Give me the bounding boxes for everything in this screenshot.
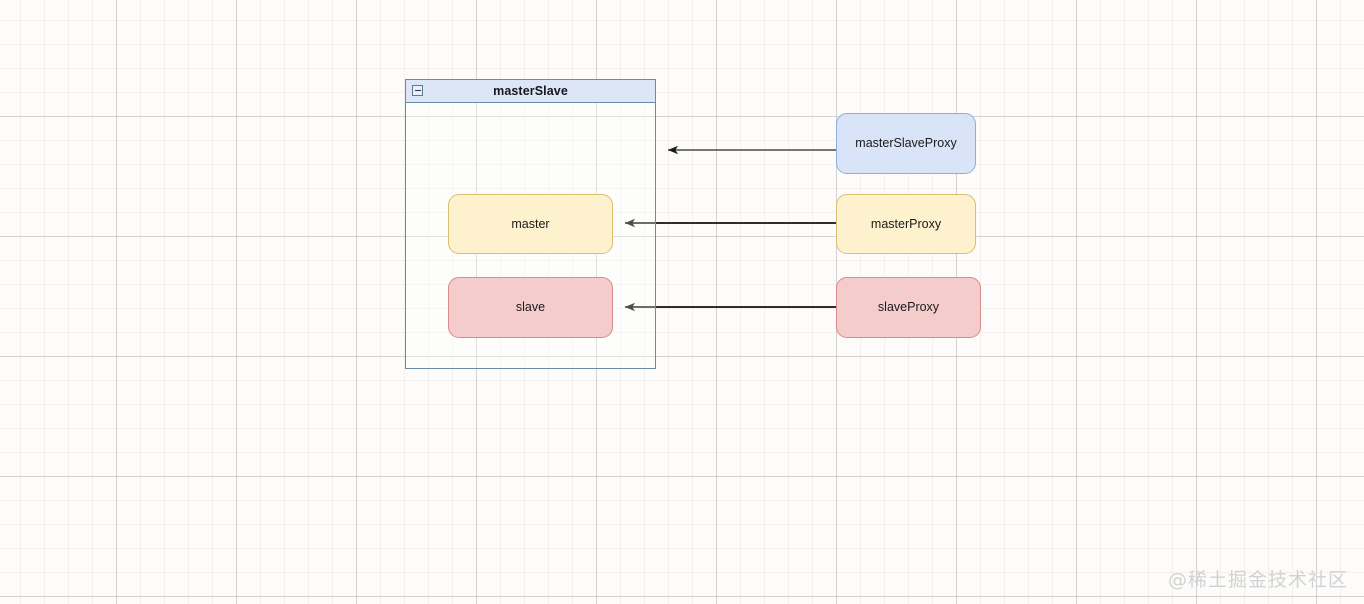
node-master-slave-proxy[interactable]: masterSlaveProxy	[836, 113, 976, 174]
node-slave-proxy-label: slaveProxy	[877, 300, 940, 314]
group-title: masterSlave	[493, 83, 568, 98]
node-master-slave-proxy-label: masterSlaveProxy	[855, 136, 957, 150]
node-master-proxy-label: masterProxy	[870, 216, 942, 231]
node-slave[interactable]: slave	[448, 277, 613, 338]
node-master-proxy[interactable]: masterProxy	[836, 194, 976, 254]
group-titlebar[interactable]: masterSlave	[406, 80, 655, 103]
collapse-minus-icon[interactable]	[412, 85, 423, 96]
watermark: @稀土掘金技术社区	[1167, 569, 1348, 591]
node-slave-label: slave	[515, 300, 546, 314]
node-slave-proxy[interactable]: slaveProxy	[836, 277, 981, 338]
node-master-label: master	[511, 216, 550, 231]
node-master[interactable]: master	[448, 194, 613, 254]
